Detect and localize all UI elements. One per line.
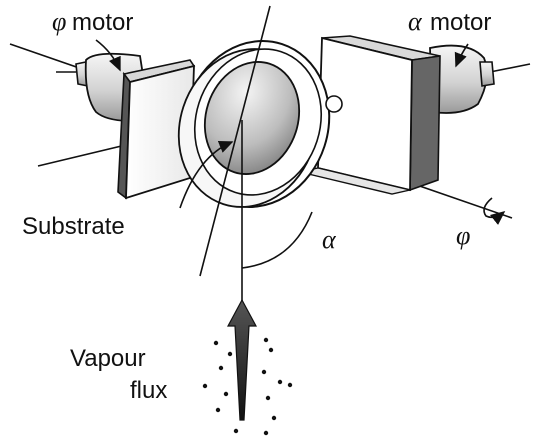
phi-rotation-label: φ xyxy=(456,221,470,250)
alpha-motor-label: motor xyxy=(430,9,491,36)
left-mount-plate xyxy=(117,59,196,200)
pivot-hole xyxy=(325,95,343,113)
phi-motor-symbol: φ xyxy=(52,7,66,36)
alpha-axis-right-end xyxy=(489,63,531,73)
alpha-motor-leader xyxy=(454,43,469,68)
vapour-label: Vapour xyxy=(70,345,146,372)
alpha-angle-arc xyxy=(241,211,313,269)
alpha-motor xyxy=(429,44,495,114)
vapour-particles xyxy=(202,337,293,436)
substrate-normal-axis xyxy=(199,5,271,277)
phi-motor-label: motor xyxy=(72,9,133,36)
phi-motor-leader xyxy=(95,39,121,72)
alpha-angle-label: α xyxy=(322,225,337,254)
flux-label: flux xyxy=(130,377,167,404)
alpha-motor-symbol: α xyxy=(408,7,423,36)
right-bracket xyxy=(299,35,441,195)
substrate-label: Substrate xyxy=(22,213,125,240)
vapour-flux-arrow xyxy=(226,298,258,421)
substrate-leader xyxy=(179,140,234,209)
phi-rotation-arrow xyxy=(483,197,506,225)
